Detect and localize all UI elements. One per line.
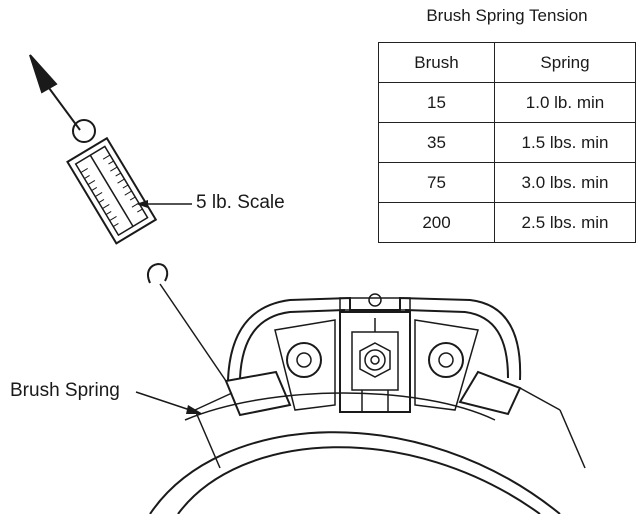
- brush-spring-label: Brush Spring: [10, 380, 120, 401]
- table-row: 200 2.5 lbs. min: [378, 202, 636, 243]
- brush-cell: 75: [378, 162, 495, 203]
- scale-label: 5 lb. Scale: [196, 192, 285, 213]
- spring-cell: 2.5 lbs. min: [494, 202, 636, 243]
- table-header-row: Brush Spring: [378, 42, 636, 83]
- brush-holder: [227, 293, 522, 413]
- table-row: 35 1.5 lbs. min: [378, 122, 636, 163]
- right-brush: [458, 370, 586, 469]
- brush-cell: 200: [378, 202, 495, 243]
- column-header-spring: Spring: [494, 42, 636, 83]
- brush-cell: 15: [378, 82, 495, 123]
- brush-spring-tension-table: Brush Spring 15 1.0 lb. min 35 1.5 lbs. …: [378, 42, 636, 243]
- pull-cord: [159, 283, 227, 382]
- scale-top-ring: [72, 119, 96, 143]
- scale-bottom-hook: [147, 262, 169, 284]
- table-row: 15 1.0 lb. min: [378, 82, 636, 123]
- column-header-brush: Brush: [378, 42, 495, 83]
- brush-spring-leader: [135, 391, 203, 414]
- brush-cell: 35: [378, 122, 495, 163]
- pull-arrow: [29, 54, 81, 131]
- spring-scale: [66, 136, 158, 245]
- spring-cell: 1.0 lb. min: [494, 82, 636, 123]
- table-title: Brush Spring Tension: [426, 6, 588, 25]
- spring-cell: 3.0 lbs. min: [494, 162, 636, 203]
- commutator-ring: [149, 392, 561, 514]
- left-brush: [194, 370, 292, 469]
- table-row: 75 3.0 lbs. min: [378, 162, 636, 203]
- spring-cell: 1.5 lbs. min: [494, 122, 636, 163]
